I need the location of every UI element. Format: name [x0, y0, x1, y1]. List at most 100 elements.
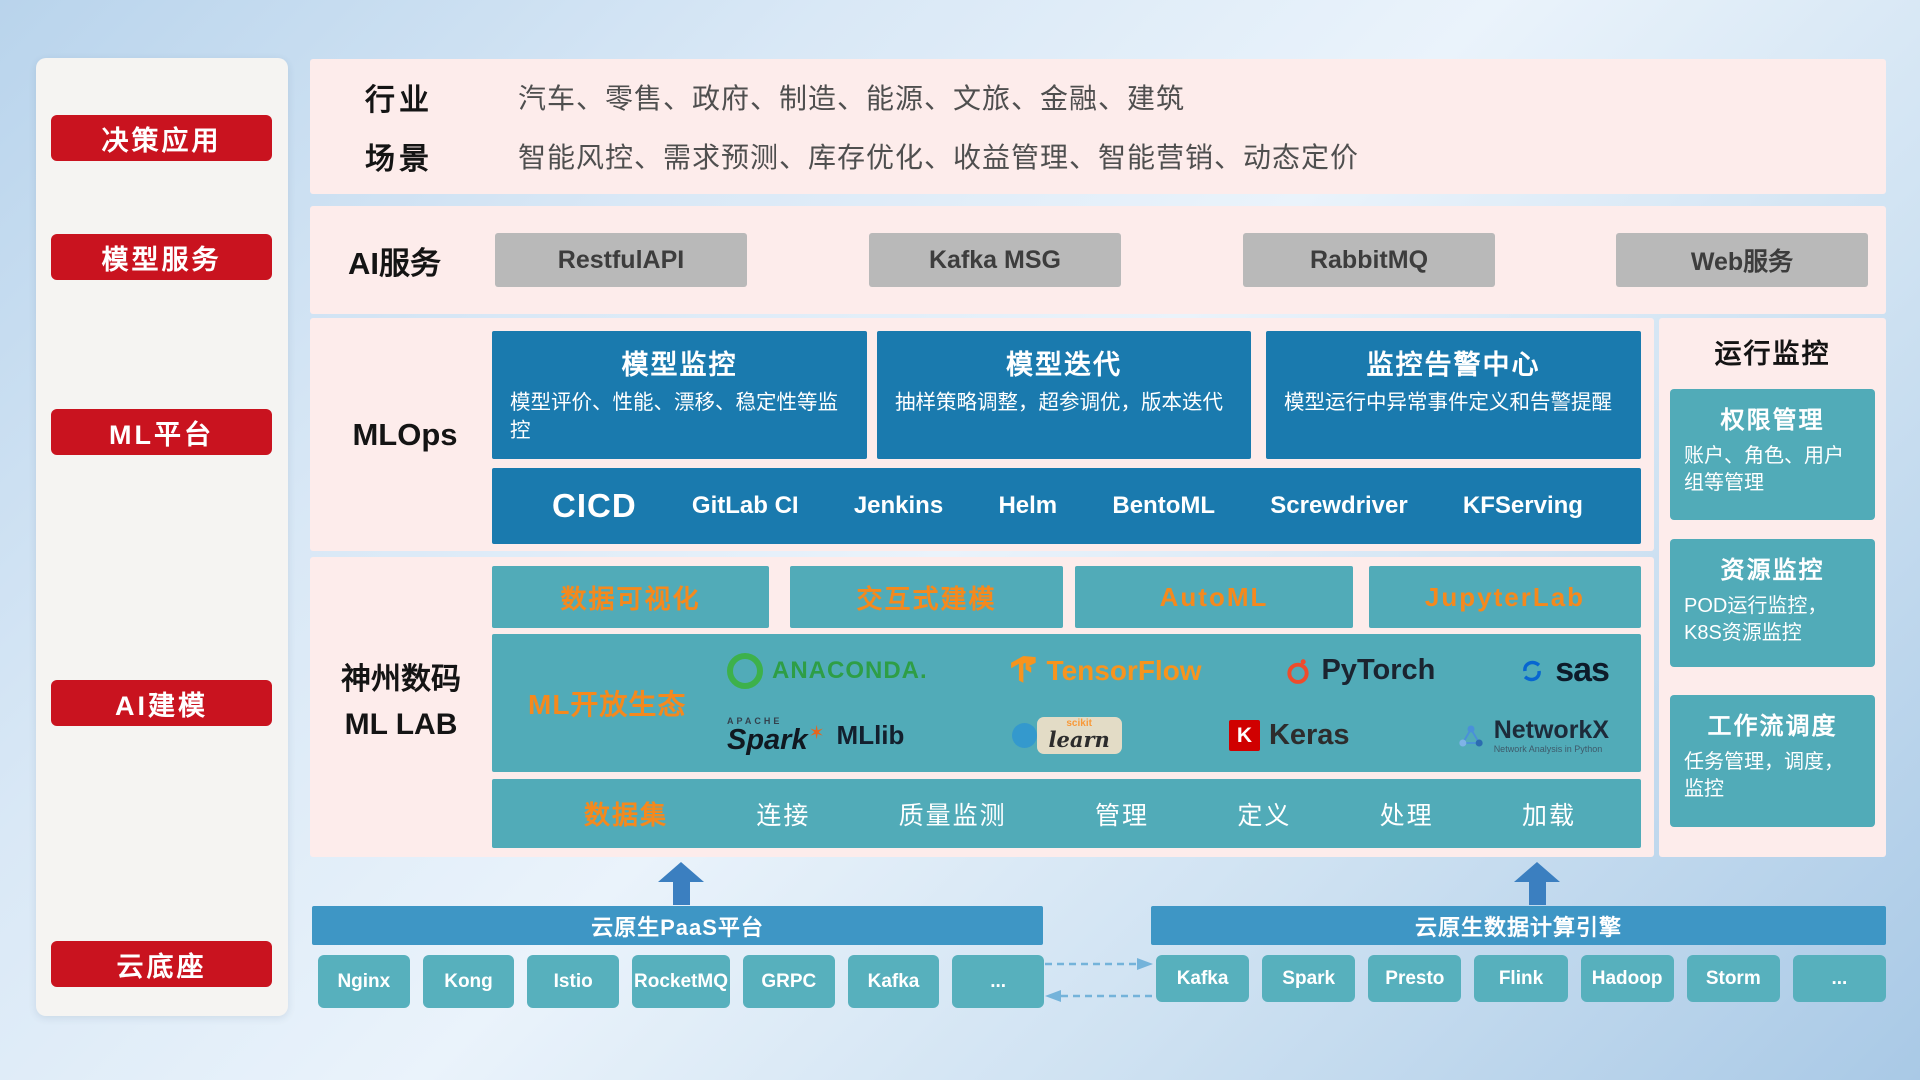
card-title: 监控告警中心	[1366, 350, 1541, 380]
chip-nginx: Nginx	[318, 955, 410, 1008]
card-title: 资源监控	[1720, 557, 1825, 584]
card-desc: 抽样策略调整，超参调优，版本迭代	[895, 391, 1223, 414]
scenario-label: 场景	[365, 143, 433, 177]
pytorch-wordmark: PyTorch	[1321, 654, 1436, 687]
pytorch-logo: PyTorch	[1284, 654, 1435, 687]
spark-wordmark: APACHE Spark	[727, 715, 824, 755]
card-title: 工作流调度	[1707, 713, 1838, 740]
dataset-item-quality: 质量监测	[898, 801, 1007, 830]
industry-label: 行业	[365, 83, 433, 117]
monitor-title: 运行监控	[1714, 339, 1831, 369]
keras-icon: K	[1228, 720, 1260, 752]
anaconda-icon	[727, 652, 763, 689]
industry-scenario-panel: 行业 汽车、零售、政府、制造、能源、文旅、金融、建筑 场景 智能风控、需求预测、…	[310, 59, 1886, 194]
networkx-wordmark: NetworkX Network Analysis in Python	[1494, 717, 1609, 754]
card-resource-monitor: 资源监控 POD运行监控，K8S资源监控	[1670, 539, 1875, 667]
scikit-text: scikit	[1066, 718, 1092, 730]
chip-more: ...	[952, 955, 1044, 1008]
runtime-monitor-panel: 运行监控 权限管理 账户、角色、用户组等管理 资源监控 POD运行监控，K8S资…	[1659, 318, 1886, 857]
scenario-line: 场景 智能风控、需求预测、库存优化、收益管理、智能营销、动态定价	[365, 134, 1886, 178]
paas-bar: 云原生PaaS平台	[312, 906, 1043, 945]
card-desc: POD运行监控，K8S资源监控	[1684, 595, 1828, 644]
eco-title: ML开放生态	[528, 689, 687, 720]
learn-text: learn	[1048, 727, 1110, 753]
scenario-list: 智能风控、需求预测、库存优化、收益管理、智能营销、动态定价	[518, 142, 1360, 174]
cicd-bar: CICD GitLab CI Jenkins Helm BentoML Scre…	[492, 468, 1641, 544]
dashed-arrows-icon	[1045, 958, 1153, 1002]
service-web: Web服务	[1616, 233, 1868, 287]
industry-line: 行业 汽车、零售、政府、制造、能源、文旅、金融、建筑	[365, 75, 1886, 119]
tensorflow-wordmark: TensorFlow	[1046, 654, 1202, 686]
networkx-icon	[1459, 725, 1483, 747]
spark-apache-text: APACHE	[727, 715, 783, 726]
engine-chips: Kafka Spark Presto Flink Hadoop Storm ..…	[1156, 955, 1886, 1002]
cicd-tool-bentoml: BentoML	[1112, 492, 1216, 519]
networkx-caption: Network Analysis in Python	[1493, 743, 1603, 754]
tool-jupyterlab: JupyterLab	[1369, 566, 1641, 628]
dataset-item-manage: 管理	[1094, 801, 1149, 830]
spark-text: Spark	[727, 725, 824, 755]
arrow-stem	[672, 882, 690, 905]
scikit-learn-logo: scikit learn	[1011, 717, 1122, 755]
industry-list: 汽车、零售、政府、制造、能源、文旅、金融、建筑	[518, 82, 1186, 114]
service-restfulapi: RestfulAPI	[495, 233, 747, 287]
card-permission-mgmt: 权限管理 账户、角色、用户组等管理	[1670, 389, 1875, 520]
sidebar-item-cloud-base: 云底座	[51, 941, 272, 987]
pytorch-icon	[1287, 658, 1310, 684]
sidebar-item-decision-apps: 决策应用	[51, 115, 272, 161]
tensorflow-icon	[1010, 656, 1036, 684]
sas-icon	[1523, 660, 1542, 681]
sidebar-item-model-service: 模型服务	[51, 234, 272, 280]
ai-service-panel: AI服务 RestfulAPI Kafka MSG RabbitMQ Web服务	[310, 206, 1886, 314]
sas-logo: sas	[1518, 651, 1610, 690]
anaconda-logo: ANACONDA.	[727, 652, 928, 689]
mllab-label-line2: ML LAB	[344, 708, 458, 741]
networkx-logo: NetworkX Network Analysis in Python	[1457, 717, 1609, 754]
tool-data-visualization: 数据可视化	[492, 566, 769, 628]
mllab-label-line1: 神州数码	[341, 663, 461, 696]
keras-logo: K Keras	[1228, 719, 1350, 752]
cicd-tool-screwdriver: Screwdriver	[1270, 492, 1408, 519]
dataset-title: 数据集	[584, 800, 669, 830]
ai-service-label: AI服务	[348, 245, 441, 281]
left-rail	[36, 58, 288, 1016]
tool-interactive-modeling: 交互式建模	[790, 566, 1063, 628]
arrow-head	[658, 862, 704, 882]
card-desc: 账户、角色、用户组等管理	[1684, 445, 1844, 494]
card-model-iteration: 模型迭代 抽样策略调整，超参调优，版本迭代	[877, 331, 1251, 459]
mlops-panel: MLOps 模型监控 模型评价、性能、漂移、稳定性等监控 模型迭代 抽样策略调整…	[310, 318, 1654, 551]
card-desc: 任务管理，调度，监控	[1684, 751, 1844, 800]
scikit-learn-icon	[1011, 723, 1037, 749]
card-model-monitoring: 模型监控 模型评价、性能、漂移、稳定性等监控	[492, 331, 867, 459]
card-alert-center: 监控告警中心 模型运行中异常事件定义和告警提醒	[1266, 331, 1641, 459]
dataset-item-process: 处理	[1379, 801, 1434, 830]
chip-storm: Storm	[1686, 955, 1780, 1002]
chip-spark: Spark	[1262, 955, 1356, 1002]
chip-hadoop: Hadoop	[1580, 955, 1674, 1002]
card-title: 模型监控	[621, 350, 738, 380]
keras-wordmark: Keras	[1268, 719, 1350, 752]
anaconda-wordmark: ANACONDA.	[772, 656, 928, 684]
dataset-item-load: 加载	[1521, 801, 1576, 830]
arrow-head	[1514, 862, 1560, 882]
up-arrow-icon	[658, 862, 704, 905]
eco-row-2: APACHE Spark MLlib scikit learn K	[727, 715, 1627, 755]
card-workflow-scheduler: 工作流调度 任务管理，调度，监控	[1670, 695, 1875, 827]
service-kafka-msg: Kafka MSG	[869, 233, 1121, 287]
tensorflow-logo: TensorFlow	[1010, 654, 1202, 687]
networkx-text: NetworkX	[1493, 716, 1609, 745]
mllib-wordmark: MLlib	[836, 720, 905, 751]
sidebar-item-ml-platform: ML平台	[51, 409, 272, 455]
chip-rocketmq: RocketMQ	[632, 955, 730, 1008]
mllab-panel: 神州数码 ML LAB 数据可视化 交互式建模 AutoML JupyterLa…	[310, 557, 1654, 857]
sas-wordmark: sas	[1555, 651, 1610, 690]
tool-automl: AutoML	[1075, 566, 1353, 628]
chip-kong: Kong	[422, 955, 515, 1008]
dataset-bar: 数据集 连接 质量监测 管理 定义 处理 加载	[492, 779, 1641, 848]
card-title: 权限管理	[1720, 407, 1825, 434]
up-arrow-icon	[1514, 862, 1560, 905]
chip-flink: Flink	[1474, 955, 1568, 1002]
mlops-label: MLOps	[352, 416, 458, 452]
service-rabbitmq: RabbitMQ	[1243, 233, 1495, 287]
scikit-learn-wordmark: scikit learn	[1036, 717, 1122, 755]
